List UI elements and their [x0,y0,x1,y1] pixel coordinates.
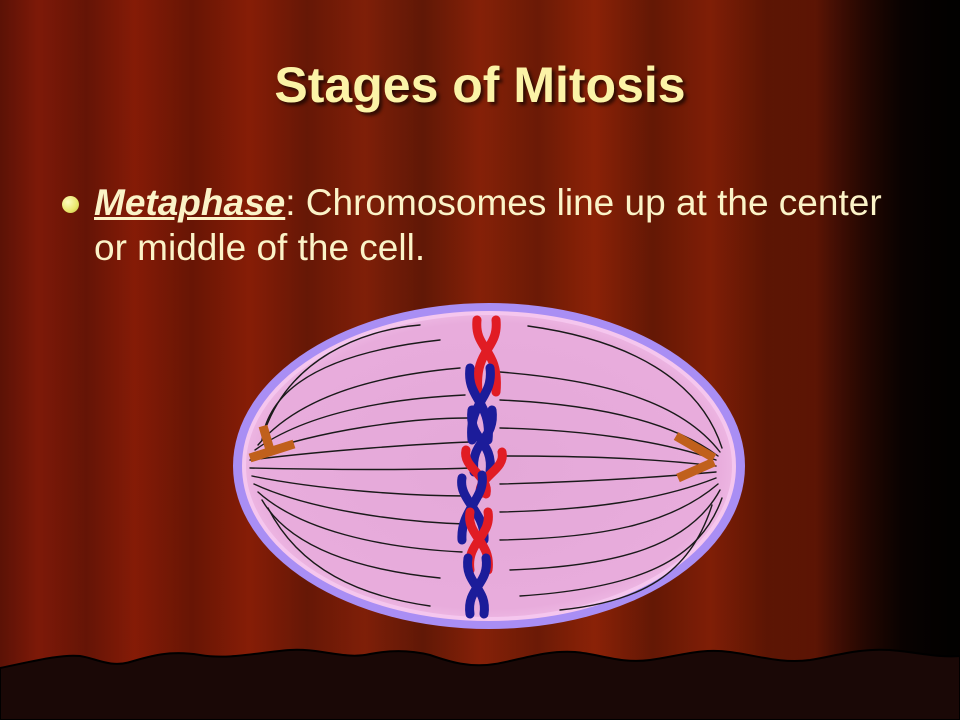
bullet-item: Metaphase: Chromosomes line up at the ce… [60,180,920,270]
chromosomes [457,315,507,619]
left-centriole [248,424,296,463]
stage-floor [0,648,960,720]
slide-title: Stages of Mitosis [274,57,686,113]
bullet-description: Chromosomes line up at the center or mid… [94,182,882,268]
bullet-dot-icon [62,196,79,213]
chromosome-7 [463,553,491,619]
bullet-term: Metaphase [94,182,286,223]
bullet-separator: : [285,182,296,223]
right-centriole [673,432,717,483]
bullet-text: Metaphase: Chromosomes line up at the ce… [94,180,920,270]
chromosome-1 [472,315,501,397]
